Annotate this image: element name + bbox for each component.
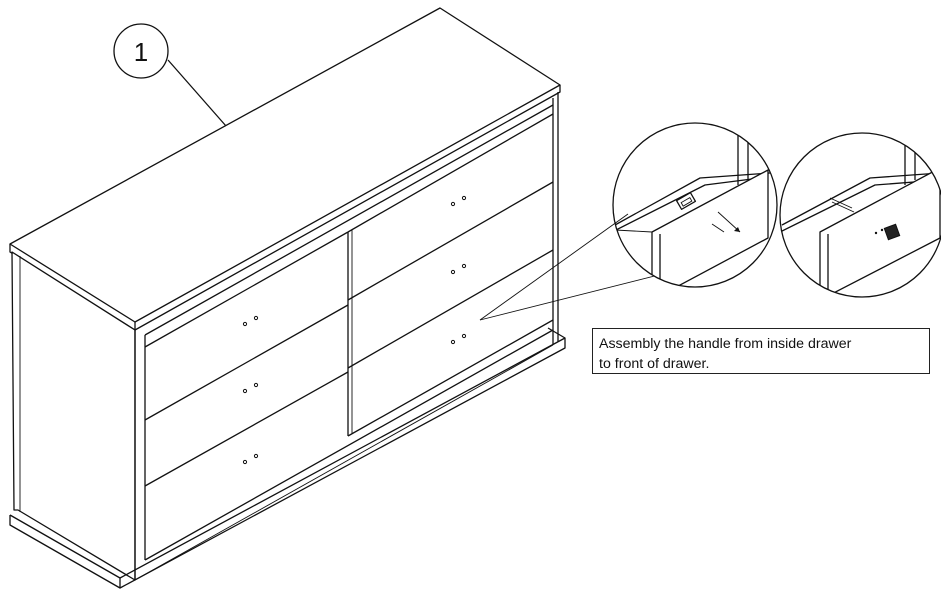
detail-view-front-handle [779,132,941,298]
dresser [9,7,566,589]
handle-holes [242,195,467,465]
part-number-label: 1 [134,37,148,67]
detail-view-inside-handle [612,122,778,288]
dresser-top [9,7,561,323]
note-line-2: to front of drawer. [599,356,710,372]
part-callout: 1 [113,23,227,127]
assembly-note: Assembly the handle from inside drawer t… [592,328,930,374]
dresser-left-side [11,251,136,581]
note-line-1: Assembly the handle from inside drawer [599,336,852,352]
